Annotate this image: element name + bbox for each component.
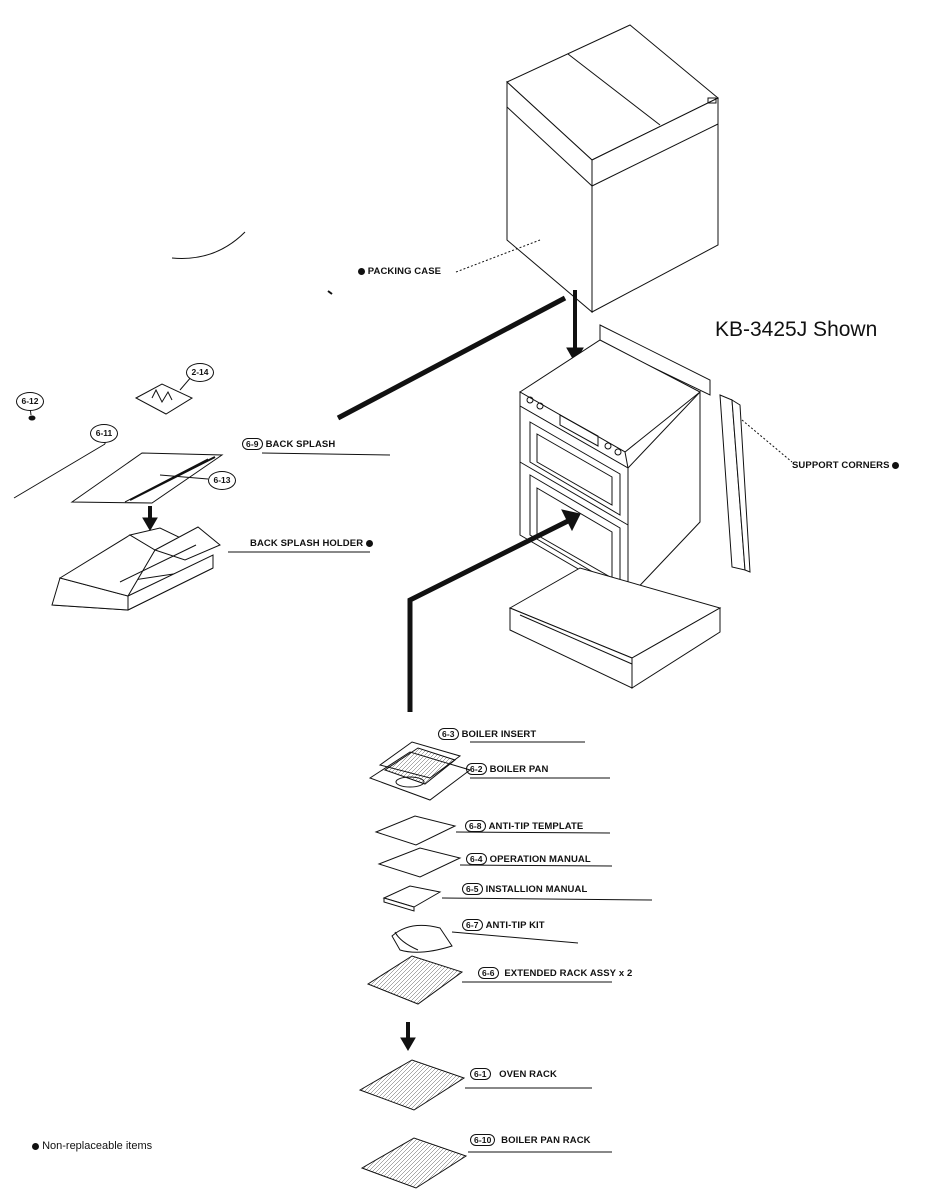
support-corners-leader	[741, 419, 793, 463]
non-replaceable-dot-icon	[892, 461, 900, 469]
part-number-bubble: 6-7	[462, 919, 483, 931]
boiler-pan-rack-text: BOILER PAN RACK	[501, 1135, 591, 1146]
oven-rack-label: 6-1 OVEN RACK	[470, 1068, 557, 1081]
operation-manual-drawing	[377, 847, 462, 878]
arrow-accessories-to-range	[407, 509, 581, 712]
anti-tip-kit-text: ANTI-TIP KIT	[485, 920, 545, 931]
support-corners-label: SUPPORT CORNERS	[792, 460, 900, 472]
non-replaceable-dot-icon	[358, 267, 365, 275]
boiler-pan-rack-drawing	[360, 1137, 468, 1189]
range-drawing	[519, 324, 711, 600]
arrow-splash-to-holder	[142, 506, 158, 531]
extended-rack-text: EXTENDED RACK ASSY	[504, 968, 617, 979]
installion-manual-drawing	[382, 885, 442, 912]
part-6-11-bubble: 6-11	[90, 424, 118, 443]
packing-case-label: PACKING CASE	[358, 266, 441, 278]
back-splash-holder-text: BACK SPLASH HOLDER	[250, 538, 364, 549]
part-2-14-bubble: 2-14	[186, 363, 214, 382]
part-number-bubble: 6-6	[478, 967, 499, 979]
operation-manual-leader	[459, 864, 613, 867]
part-2-14-drawing	[134, 375, 194, 415]
stray-mark	[171, 231, 246, 259]
back-splash-text: BACK SPLASH	[265, 439, 336, 450]
anti-tip-kit-drawing	[391, 924, 453, 953]
boiler-drawing	[368, 741, 472, 801]
back-splash-holder-drawing	[51, 526, 221, 611]
anti-tip-template-leader	[455, 831, 611, 834]
part-6-13-leader	[159, 474, 209, 480]
part-number-bubble: 6-4	[466, 853, 487, 865]
boiler-insert-text: BOILER INSERT	[461, 729, 537, 740]
part-number-bubble: 6-1	[470, 1068, 491, 1080]
installion-manual-leader	[441, 897, 653, 901]
boiler-pan-text: BOILER PAN	[489, 764, 549, 775]
oven-rack-text: OVEN RACK	[499, 1069, 557, 1080]
stray-mark	[327, 290, 333, 295]
packing-case-leader	[455, 239, 541, 273]
base-skid	[508, 567, 722, 689]
boiler-pan-rack-label: 6-10 BOILER PAN RACK	[470, 1134, 591, 1147]
packing-case-drawing	[506, 24, 719, 314]
arrow-to-oven-rack	[400, 1022, 416, 1051]
oven-rack-drawing	[358, 1059, 466, 1111]
part-number-bubble: 6-2	[466, 763, 487, 775]
part-number-bubble: 6-3	[438, 728, 459, 740]
non-replaceable-dot-icon	[365, 539, 373, 547]
part-number-bubble: 6-8	[465, 820, 486, 832]
anti-tip-kit-leader	[451, 931, 579, 944]
part-6-12-bubble: 6-12	[16, 392, 44, 411]
non-replaceable-dot-icon	[32, 1142, 39, 1150]
part-number-bubble: 6-10	[470, 1134, 496, 1146]
legend-note: Non-replaceable items	[32, 1140, 152, 1152]
back-splash-leader	[261, 452, 391, 456]
legend-text: Non-replaceable items	[42, 1140, 153, 1152]
arrow-backsplash-to-range	[336, 295, 567, 421]
part-number-bubble: 6-9	[242, 438, 263, 450]
packing-case-text: PACKING CASE	[367, 266, 442, 277]
back-splash-drawing	[70, 452, 224, 504]
part-6-13-bubble: 6-13	[208, 471, 236, 490]
back-splash-holder-label: BACK SPLASH HOLDER	[250, 538, 373, 550]
extended-rack-qty: x 2	[618, 968, 633, 979]
anti-tip-template-text: ANTI-TIP TEMPLATE	[488, 821, 584, 832]
extended-rack-drawing	[366, 955, 464, 1005]
installion-manual-text: INSTALLION MANUAL	[485, 884, 588, 895]
extended-rack-label: 6-6 EXTENDED RACK ASSY x 2	[478, 967, 632, 980]
operation-manual-text: OPERATION MANUAL	[489, 854, 591, 865]
part-6-12-drawing	[28, 406, 36, 421]
part-6-11-line	[13, 443, 106, 499]
anti-tip-template-drawing	[374, 815, 457, 846]
support-corners-text: SUPPORT CORNERS	[792, 460, 890, 471]
support-corners-drawing	[719, 394, 751, 573]
model-title: KB-3425J Shown	[715, 318, 878, 341]
part-number-bubble: 6-5	[462, 883, 483, 895]
